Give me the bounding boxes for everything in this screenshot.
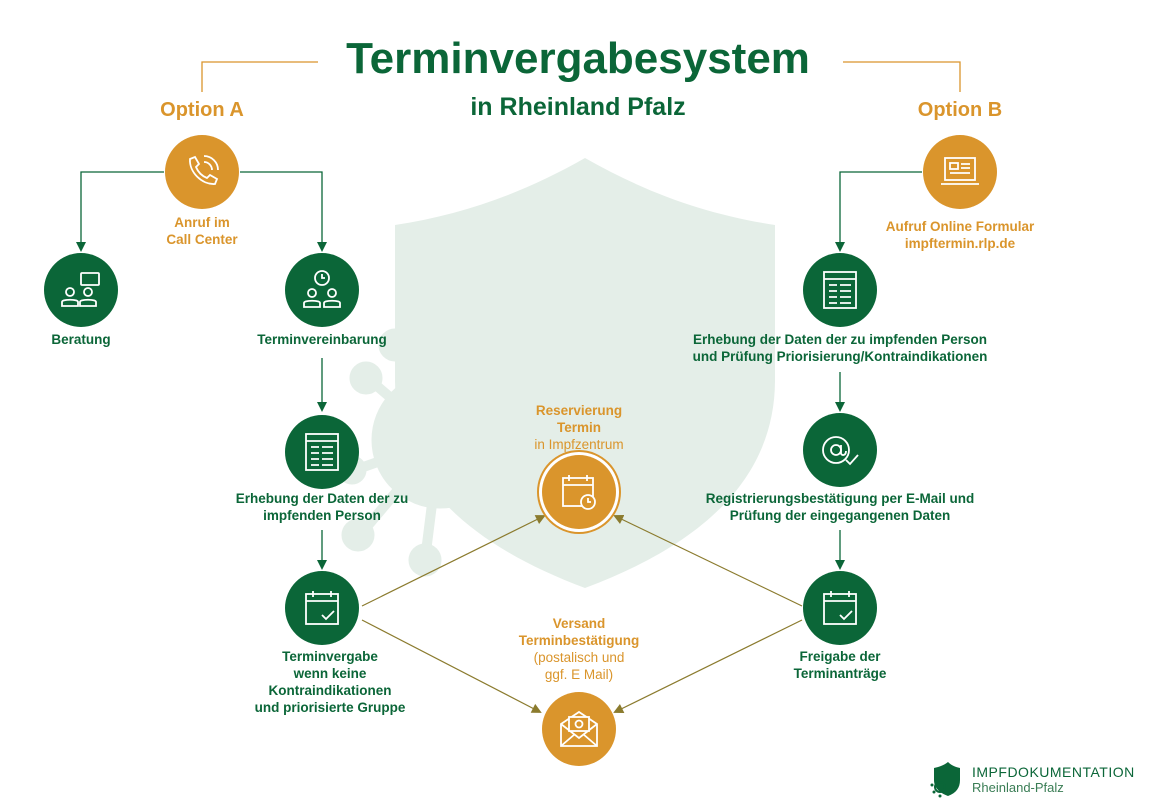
online-form-node bbox=[923, 135, 997, 209]
option-brackets bbox=[201, 61, 961, 92]
impfdokumentation-logo: IMPFDOKUMENTATION Rheinland-Pfalz bbox=[928, 760, 1135, 798]
erhebung-right-label: Erhebung der Daten der zu impfenden Pers… bbox=[692, 332, 988, 364]
connector-arrows bbox=[361, 514, 803, 713]
beratung-label: Beratung bbox=[51, 332, 111, 347]
logo-name: IMPFDOKUMENTATION bbox=[972, 763, 1135, 780]
option-b-label: Option B bbox=[917, 99, 1003, 121]
freigabe-node bbox=[803, 571, 877, 645]
phone-icon bbox=[189, 155, 219, 185]
shield-virus-icon bbox=[930, 762, 960, 798]
versand-node bbox=[542, 692, 616, 766]
terminvereinbarung-node bbox=[285, 253, 359, 327]
form-icon bbox=[305, 433, 339, 471]
consultation-icon bbox=[61, 272, 100, 307]
green-arrows bbox=[76, 171, 922, 570]
registrierung-label: Registrierungsbestätigung per E-Mail und… bbox=[705, 491, 975, 523]
erhebung-right-node bbox=[803, 253, 877, 327]
form-icon bbox=[823, 271, 857, 309]
email-check-icon bbox=[822, 436, 859, 466]
logo-region: Rheinland-Pfalz bbox=[972, 779, 1064, 795]
terminvereinbarung-label: Terminvereinbarung bbox=[257, 332, 387, 347]
registrierung-node bbox=[803, 413, 877, 487]
people-clock-icon bbox=[303, 270, 341, 308]
calendar-check-icon bbox=[823, 591, 857, 625]
laptop-form-icon bbox=[941, 157, 979, 185]
call-center-node bbox=[165, 135, 239, 209]
mail-envelope-icon bbox=[560, 710, 598, 747]
terminvergabe-node bbox=[285, 571, 359, 645]
virus-watermark bbox=[337, 328, 543, 577]
page-title: Terminvergabesystem bbox=[346, 34, 810, 83]
erhebung-left-node bbox=[285, 415, 359, 489]
page-subtitle: in Rheinland Pfalz bbox=[470, 93, 686, 121]
reservierung-node bbox=[542, 455, 616, 529]
beratung-node bbox=[44, 253, 118, 327]
calendar-check-icon bbox=[305, 591, 339, 625]
calendar-clock-icon bbox=[562, 475, 596, 510]
option-a-label: Option A bbox=[160, 99, 244, 121]
